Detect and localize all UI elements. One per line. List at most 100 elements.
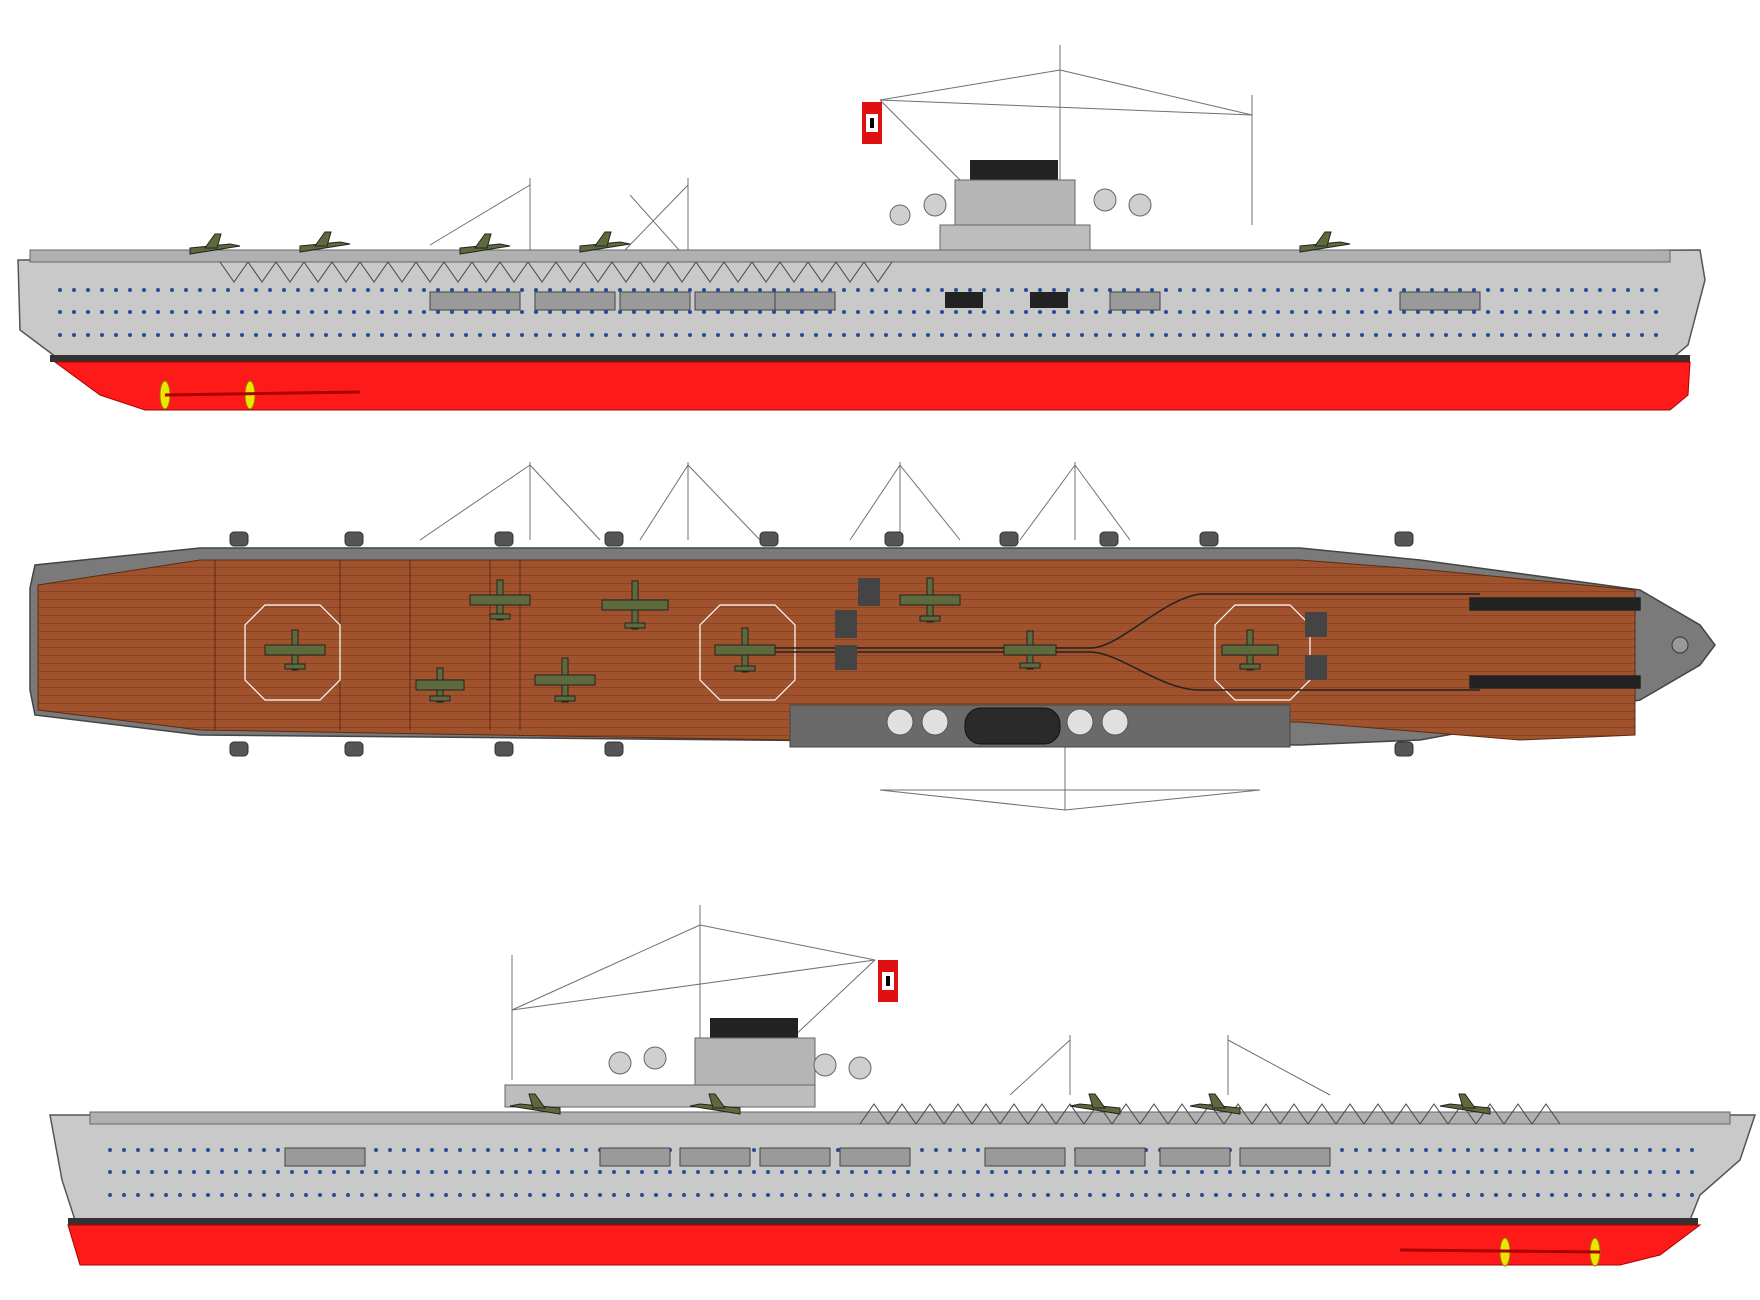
porthole [1654,288,1658,292]
porthole [374,1170,378,1174]
porthole [1116,1193,1120,1197]
vent [945,292,983,308]
porthole [402,1148,406,1152]
porthole [968,288,972,292]
porthole [528,1170,532,1174]
porthole [1010,310,1014,314]
porthole [1508,1193,1512,1197]
porthole [128,310,132,314]
porthole [352,310,356,314]
porthole [730,288,734,292]
porthole [744,333,748,337]
porthole [1452,1170,1456,1174]
gun-sponson [494,531,514,547]
porthole [1536,1193,1540,1197]
deck-railing-trusses-bottom [859,1103,1561,1125]
porthole [108,1170,112,1174]
dive-bomber-icon [189,233,241,255]
porthole [416,1193,420,1197]
dive-bomber-icon [299,231,351,253]
porthole [282,333,286,337]
truss-strut [1475,1103,1505,1125]
porthole [1592,1148,1596,1152]
porthole [128,288,132,292]
porthole [1228,1170,1232,1174]
porthole [1578,1148,1582,1152]
porthole [150,1148,154,1152]
casemate-opening [774,291,836,311]
porthole [940,310,944,314]
porthole [772,333,776,337]
porthole [1620,1193,1624,1197]
porthole [1528,310,1532,314]
porthole [436,310,440,314]
porthole [632,288,636,292]
porthole [1010,333,1014,337]
porthole [1144,1170,1148,1174]
porthole [1690,1148,1694,1152]
porthole [198,310,202,314]
porthole [870,310,874,314]
porthole [1354,1148,1358,1152]
porthole [1172,1170,1176,1174]
porthole [444,1193,448,1197]
porthole [1480,1148,1484,1152]
porthole [1312,1170,1316,1174]
porthole [304,1170,308,1174]
porthole [122,1193,126,1197]
porthole [534,310,538,314]
porthole [590,288,594,292]
porthole [724,1170,728,1174]
porthole [822,1193,826,1197]
porthole [1038,310,1042,314]
porthole [1340,1148,1344,1152]
porthole [1410,1170,1414,1174]
porthole [164,1193,168,1197]
casemate-opening [619,291,691,311]
porthole [380,333,384,337]
porthole [220,1193,224,1197]
porthole [954,333,958,337]
porthole [1430,288,1434,292]
porthole [276,1148,280,1152]
porthole [1410,1148,1414,1152]
porthole [1024,288,1028,292]
porthole [520,310,524,314]
truss-strut [1111,1103,1141,1125]
porthole [450,288,454,292]
porthole [1276,333,1280,337]
porthole [794,1170,798,1174]
truss-strut [1139,1103,1169,1125]
porthole [1332,288,1336,292]
porthole [1648,1148,1652,1152]
porthole [934,1148,938,1152]
porthole [1368,1193,1372,1197]
truss-strut [999,1103,1029,1125]
porthole [408,310,412,314]
porthole [1402,310,1406,314]
porthole [1052,310,1056,314]
porthole [262,1148,266,1152]
porthole [1556,333,1560,337]
porthole [226,288,230,292]
porthole [562,288,566,292]
porthole [1382,1170,1386,1174]
war-ensign-flag-icon [878,960,898,1002]
porthole [290,1170,294,1174]
porthole [660,310,664,314]
porthole [156,333,160,337]
porthole [1228,1193,1232,1197]
porthole [1186,1193,1190,1197]
porthole [926,288,930,292]
porthole [1178,288,1182,292]
fighter-icon [469,579,531,621]
porthole [1396,1170,1400,1174]
porthole [444,1170,448,1174]
porthole [1248,288,1252,292]
casemate-opening [679,1147,751,1167]
porthole [1598,310,1602,314]
porthole [766,1170,770,1174]
dive-bomber-icon [509,1093,561,1115]
boot-topping-stripe-bottom [68,1218,1698,1225]
porthole [72,288,76,292]
